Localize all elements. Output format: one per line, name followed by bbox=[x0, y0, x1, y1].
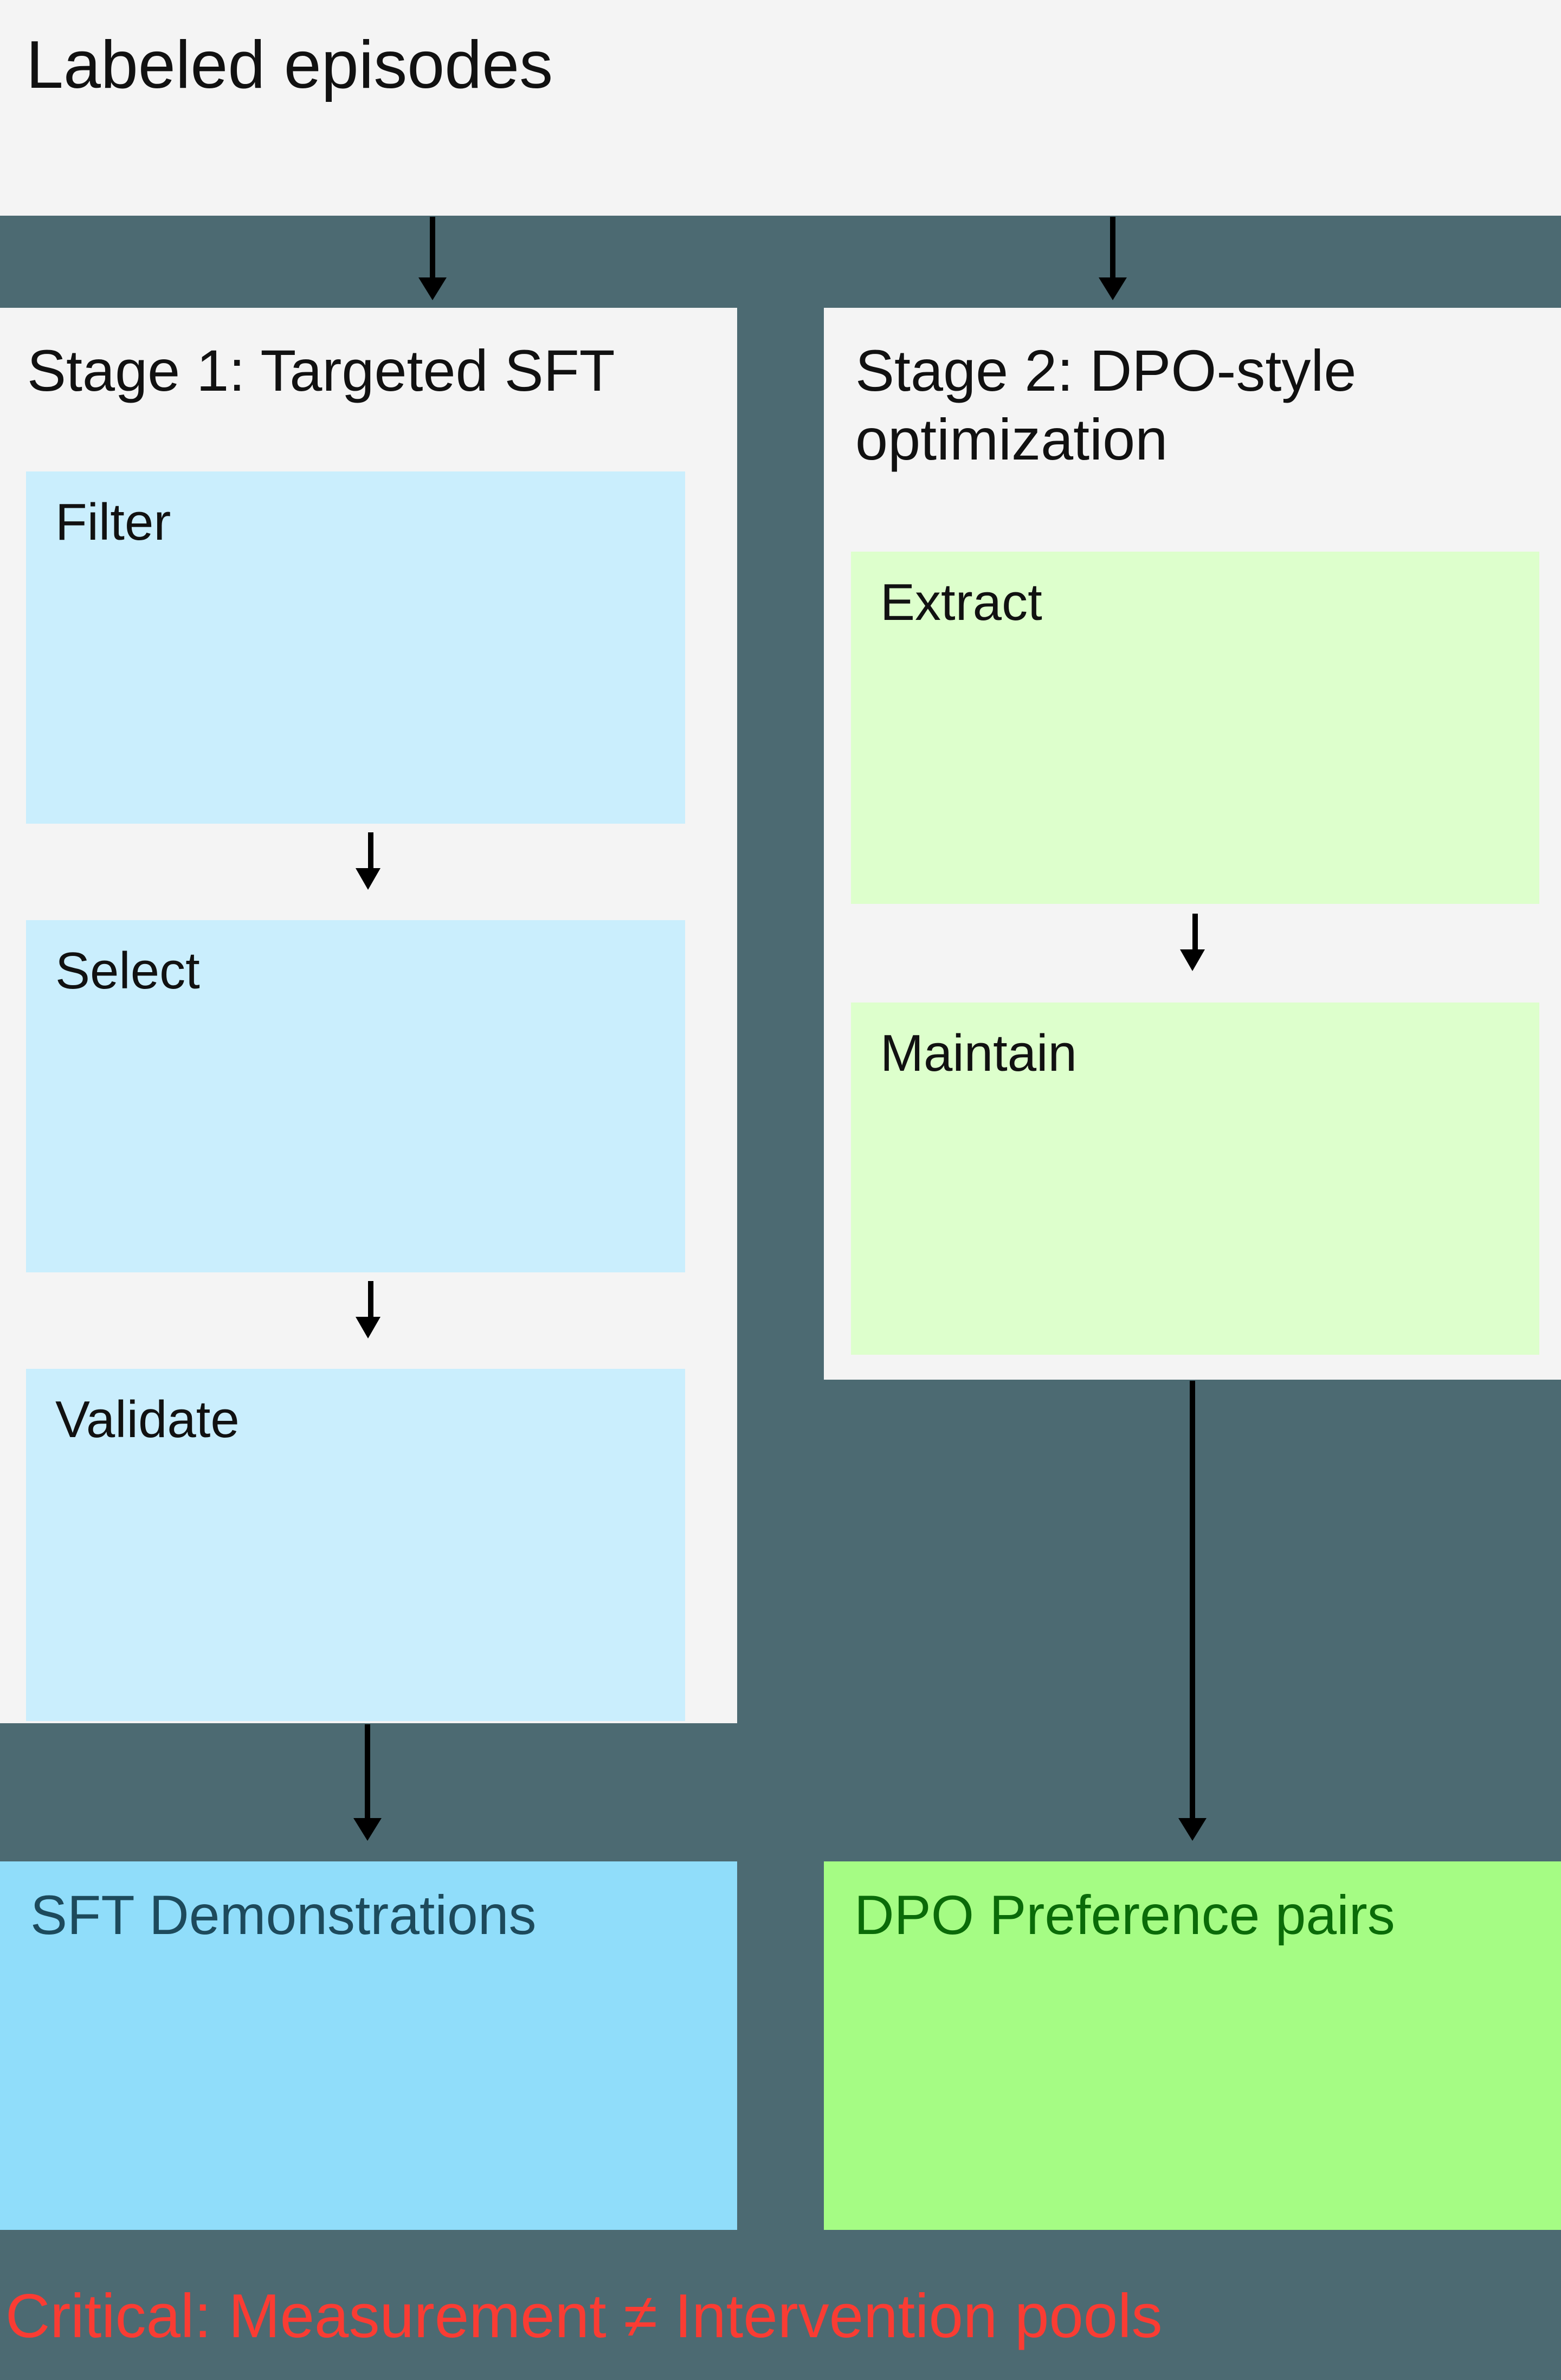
output-label: SFT Demonstrations bbox=[30, 1884, 537, 1946]
step-label: Filter bbox=[55, 493, 171, 551]
arrow-shaft bbox=[1192, 914, 1198, 953]
step-label: Extract bbox=[880, 573, 1042, 631]
arrow-shaft bbox=[368, 1281, 373, 1320]
arrow-head bbox=[1178, 1818, 1207, 1841]
arrow-shaft bbox=[365, 1724, 370, 1833]
arrow-head bbox=[356, 1317, 380, 1338]
step-box-filter[interactable]: Filter bbox=[26, 471, 685, 824]
arrow-shaft bbox=[368, 832, 373, 871]
stage-panel-1[interactable]: Stage 1: Targeted SFT Filter Select Vali… bbox=[0, 308, 737, 1723]
step-box-maintain[interactable]: Maintain bbox=[851, 1003, 1539, 1355]
output-box-sft-demonstrations[interactable]: SFT Demonstrations bbox=[0, 1861, 737, 2230]
step-label: Validate bbox=[55, 1391, 240, 1448]
output-label: DPO Preference pairs bbox=[854, 1884, 1395, 1946]
arrow-shaft bbox=[1190, 1381, 1195, 1833]
arrow-head bbox=[353, 1818, 382, 1841]
step-box-validate[interactable]: Validate bbox=[26, 1369, 685, 1721]
step-label: Maintain bbox=[880, 1024, 1077, 1082]
step-box-extract[interactable]: Extract bbox=[851, 552, 1539, 904]
page-title: Labeled episodes bbox=[26, 28, 553, 102]
critical-note: Critical: Measurement ≠ Intervention poo… bbox=[5, 2282, 1163, 2351]
arrow-shaft bbox=[430, 217, 435, 293]
arrow-shaft bbox=[1110, 217, 1115, 293]
step-label: Select bbox=[55, 942, 200, 1000]
arrow-head bbox=[1099, 277, 1127, 300]
arrow-head bbox=[1180, 949, 1205, 971]
stage-2-title: Stage 2: DPO-style optimization bbox=[855, 338, 1357, 473]
header-band: Labeled episodes bbox=[0, 0, 1561, 216]
output-box-dpo-preference-pairs[interactable]: DPO Preference pairs bbox=[824, 1861, 1561, 2230]
stage-1-title: Stage 1: Targeted SFT bbox=[27, 338, 615, 403]
stage-panel-2[interactable]: Stage 2: DPO-style optimization Extract … bbox=[824, 308, 1561, 1380]
arrow-head bbox=[356, 868, 380, 890]
arrow-head bbox=[418, 277, 447, 300]
step-box-select[interactable]: Select bbox=[26, 920, 685, 1272]
